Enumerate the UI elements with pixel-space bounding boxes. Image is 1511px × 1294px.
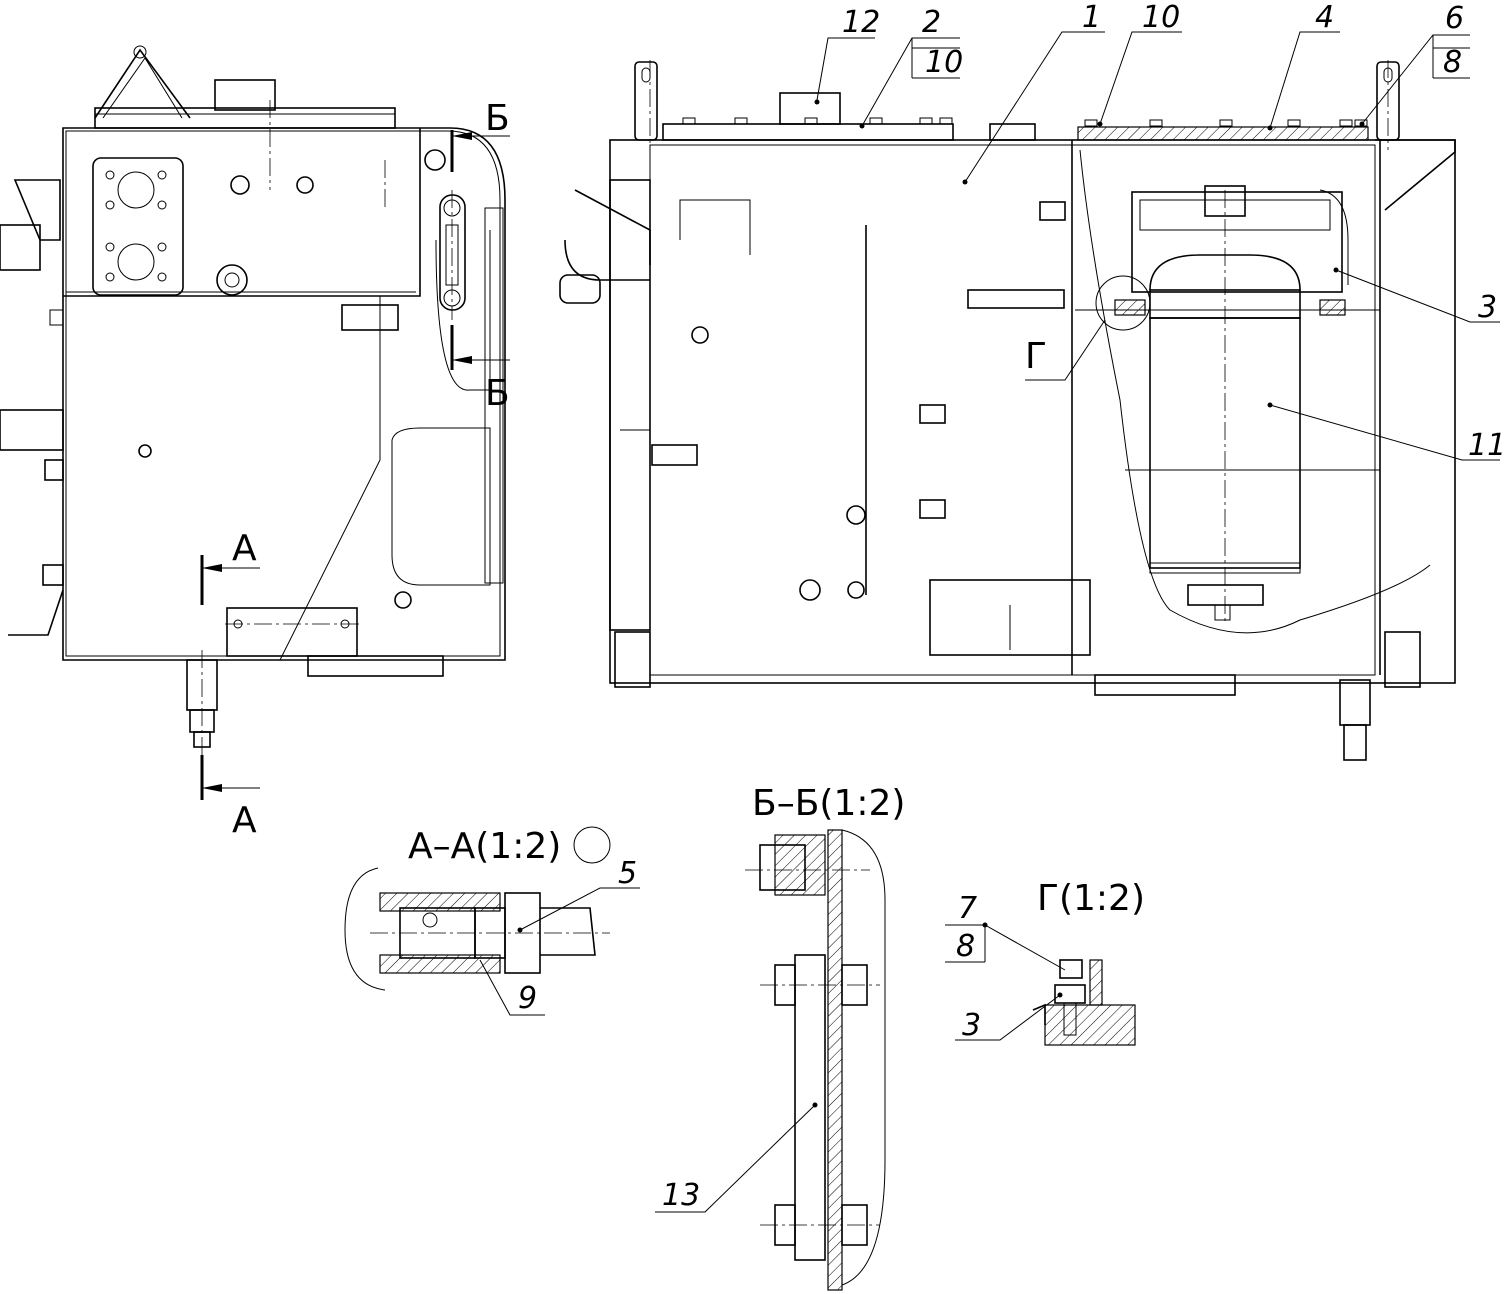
section-a-top-label: А — [232, 528, 257, 569]
section-b-bottom-label: Б — [485, 373, 510, 414]
side-view — [0, 45, 506, 760]
position-6: 6 — [1445, 1, 1464, 36]
section-bb-title: Б–Б(1:2) — [752, 783, 905, 824]
section-b-top-label: Б — [485, 98, 510, 139]
position-11: 11 — [1468, 428, 1506, 463]
position-12: 12 — [842, 5, 880, 40]
view-g — [1032, 959, 1136, 1046]
position-7: 7 — [958, 891, 977, 926]
section-aa — [344, 826, 611, 991]
section-bb — [745, 829, 886, 1291]
leader-lines — [479, 31, 1500, 1213]
position-3-detail: 3 — [962, 1008, 981, 1043]
position-2-qty: 10 — [925, 45, 963, 80]
position-13: 13 — [662, 1178, 700, 1213]
section-aa-title: А–А(1:2) — [408, 826, 561, 867]
view-g-label: Г — [1025, 336, 1047, 377]
position-6-qty: 8 — [1443, 45, 1462, 80]
position-4: 4 — [1315, 0, 1334, 35]
position-2: 2 — [922, 5, 941, 40]
position-3-main: 3 — [1478, 290, 1497, 325]
position-9: 9 — [518, 981, 537, 1016]
position-5: 5 — [618, 856, 637, 891]
front-view — [559, 60, 1456, 761]
section-a-bottom-label: А — [232, 800, 257, 841]
position-7-qty: 8 — [956, 929, 975, 964]
section-markers — [200, 130, 510, 800]
position-1: 1 — [1082, 0, 1101, 35]
position-10: 10 — [1142, 0, 1180, 35]
view-g-title: Г(1:2) — [1037, 878, 1145, 919]
